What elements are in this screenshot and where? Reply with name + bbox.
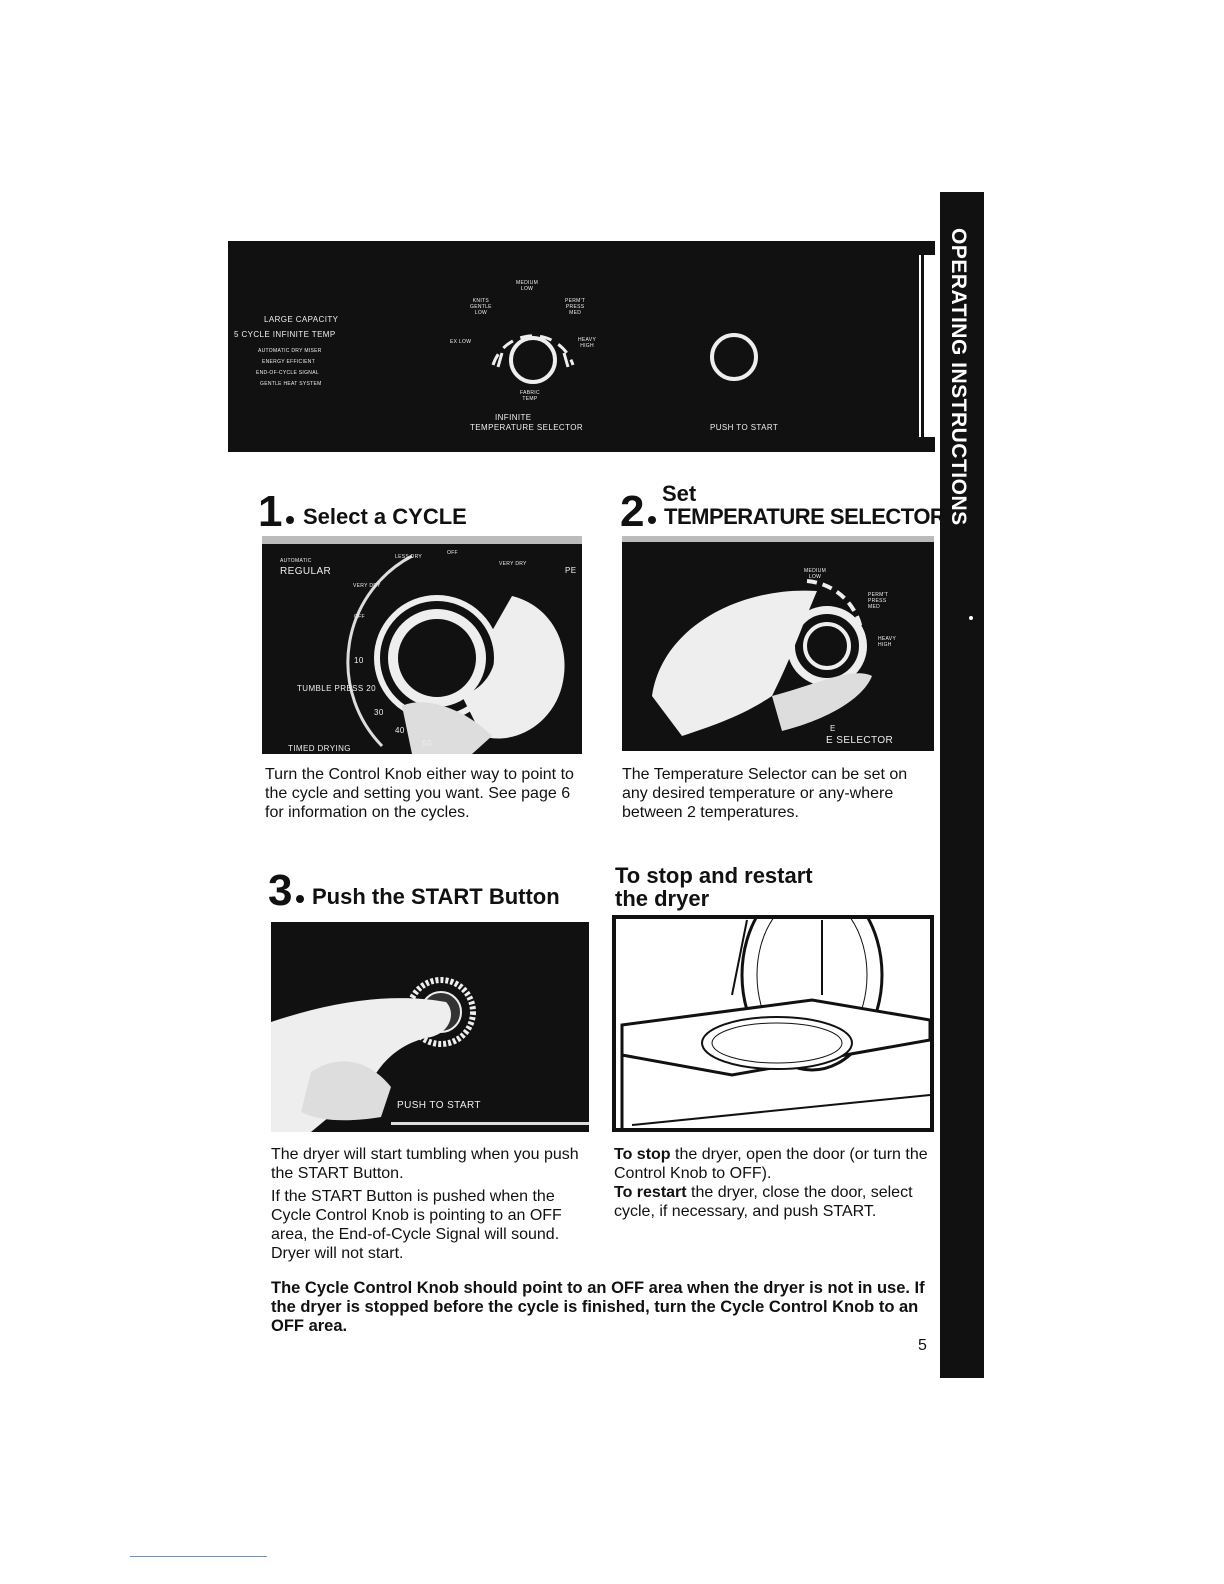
stop-body: the dryer, open the door (or turn the Co… bbox=[614, 1146, 928, 1182]
side-tab bbox=[940, 192, 984, 1378]
panel-feature-1: AUTOMATIC DRY MISER bbox=[258, 348, 322, 354]
selector-caption-1: INFINITE bbox=[495, 413, 532, 422]
step1-photo: AUTOMATIC REGULAR LESS DRY OFF VERY DRY … bbox=[262, 536, 582, 754]
photo1-off-left: OFF bbox=[354, 614, 365, 620]
photo2-perm-press: PERM'T PRESS MED bbox=[868, 592, 889, 610]
control-panel: LARGE CAPACITY 5 CYCLE INFINITE TEMP AUT… bbox=[228, 255, 922, 437]
side-tab-dot bbox=[969, 616, 973, 620]
step2-number: 2 bbox=[620, 487, 645, 536]
stop-photo bbox=[612, 915, 934, 1132]
side-tab-label: OPERATING INSTRUCTIONS bbox=[947, 228, 970, 526]
photo1-less-dry: LESS DRY bbox=[395, 554, 423, 560]
step3-text-2: If the START Button is pushed when the C… bbox=[271, 1188, 562, 1262]
photo1-very-dry-left: VERY DRY bbox=[353, 583, 381, 589]
step1-title: Select a CYCLE bbox=[303, 504, 467, 529]
panel-label-large-capacity: LARGE CAPACITY bbox=[264, 315, 339, 324]
photo1-fifty: 50 bbox=[422, 739, 432, 748]
stop-title-line2: the dryer bbox=[615, 886, 710, 911]
photo2-selector-e: E bbox=[830, 724, 836, 733]
step1-text: Turn the Control Knob either way to poin… bbox=[265, 766, 574, 821]
dial-label-ex-low: EX LOW bbox=[450, 339, 472, 345]
photo1-regular: REGULAR bbox=[280, 566, 332, 577]
step2-title: TEMPERATURE SELECTOR bbox=[664, 504, 946, 529]
step2-photo: MEDIUM LOW PERM'T PRESS MED HEAVY HIGH E… bbox=[622, 536, 934, 751]
stop-title-line1: To stop and restart bbox=[615, 863, 813, 888]
panel-feature-3: END-OF-CYCLE SIGNAL bbox=[256, 370, 319, 376]
photo1-timed-drying: TIMED DRYING bbox=[288, 744, 351, 753]
step1-bullet bbox=[286, 516, 294, 524]
selector-caption-2: TEMPERATURE SELECTOR bbox=[470, 423, 584, 432]
restart-bold: To restart bbox=[614, 1184, 687, 1201]
panel-top-rule bbox=[228, 241, 935, 255]
step2-bullet bbox=[648, 516, 656, 524]
photo3-push-to-start: PUSH TO START bbox=[397, 1100, 481, 1111]
step2-title-small: Set bbox=[662, 481, 697, 506]
dial-label-perm-press: PERM'T PRESS MED bbox=[565, 298, 586, 316]
restart-text: To restart the dryer, close the door, se… bbox=[614, 1183, 934, 1221]
panel-bottom-rule bbox=[228, 437, 935, 452]
step3-title: Push the START Button bbox=[312, 884, 560, 909]
photo1-thirty: 30 bbox=[374, 708, 384, 717]
panel-label-cycle-temp: 5 CYCLE INFINITE TEMP bbox=[234, 330, 336, 339]
photo1-very-dry-right: VERY DRY bbox=[499, 561, 527, 567]
photo2-heavy-high: HEAVY HIGH bbox=[878, 636, 897, 648]
panel-feature-2: ENERGY EFFICIENT bbox=[262, 359, 316, 365]
temperature-dial bbox=[491, 334, 575, 384]
dial-label-medium-low: MEDIUM LOW bbox=[516, 280, 539, 292]
photo1-tumble-press: TUMBLE PRESS 20 bbox=[297, 684, 376, 693]
dial-label-knits: KNITS GENTLE LOW bbox=[470, 298, 492, 316]
dial-label-heavy-high: HEAVY HIGH bbox=[578, 337, 597, 349]
photo2-medium-low: MEDIUM LOW bbox=[804, 568, 827, 580]
stop-bold: To stop bbox=[614, 1146, 671, 1163]
photo2-selector-caption: E SELECTOR bbox=[826, 735, 894, 746]
dial-label-fabric-temp: FABRIC TEMP bbox=[520, 390, 540, 402]
restart-body: the dryer, close the door, select cycle,… bbox=[614, 1184, 913, 1220]
panel-feature-4: GENTLE HEAT SYSTEM bbox=[260, 381, 322, 387]
photo1-pe: PE bbox=[565, 566, 577, 575]
photo1-ten: 10 bbox=[354, 656, 364, 665]
start-caption: PUSH TO START bbox=[710, 423, 779, 432]
step1-number: 1 bbox=[258, 487, 283, 536]
page-number: 5 bbox=[918, 1337, 927, 1354]
side-tab-label-wrap: OPERATING INSTRUCTIONS bbox=[939, 228, 983, 528]
off-area-note: The Cycle Control Knob should point to a… bbox=[271, 1279, 925, 1335]
stop-text: To stop the dryer, open the door (or tur… bbox=[614, 1145, 934, 1183]
start-button-illustration bbox=[710, 333, 758, 381]
photo1-forty: 40 bbox=[395, 726, 405, 735]
photo1-off-top: OFF bbox=[447, 550, 458, 556]
step3-bullet bbox=[296, 895, 304, 903]
panel-right-rule bbox=[921, 255, 924, 437]
step3-photo: PUSH TO START bbox=[271, 922, 589, 1132]
photo1-automatic: AUTOMATIC bbox=[280, 558, 312, 564]
step3-text-1: The dryer will start tumbling when you p… bbox=[271, 1146, 579, 1182]
step3-number: 3 bbox=[268, 866, 293, 915]
footnote-rule bbox=[130, 1556, 267, 1557]
step2-text: The Temperature Selector can be set on a… bbox=[622, 766, 908, 821]
